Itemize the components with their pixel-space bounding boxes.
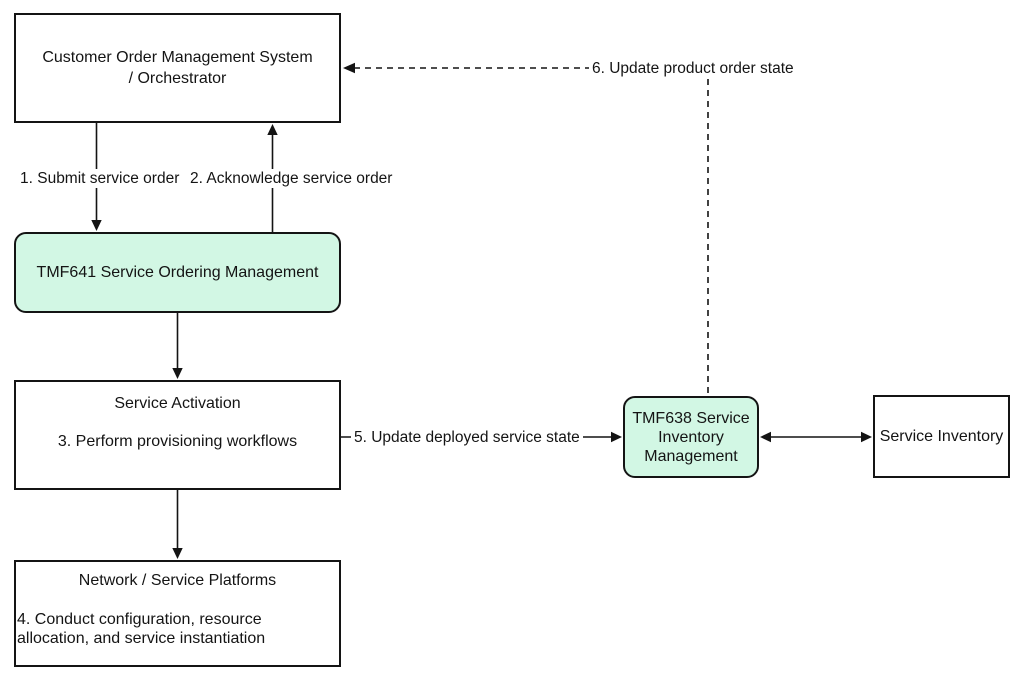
node-tmf638-label: TMF638 Service Inventory Management xyxy=(632,409,750,465)
node-service-inventory-label: Service Inventory xyxy=(879,428,1004,445)
node-service-activation-title: Service Activation xyxy=(114,395,241,412)
node-network-platforms-body: 4. Conduct configuration, resource alloc… xyxy=(17,611,266,647)
arrow-tmf641-to-activation xyxy=(172,313,183,379)
node-customer-order-management: Customer Order Management System / Orche… xyxy=(14,13,341,123)
node-tmf638-service-inventory-mgmt: TMF638 Service Inventory Management xyxy=(623,396,759,478)
node-service-activation-body: 3. Perform provisioning workflows xyxy=(57,433,298,450)
edge-label-update-deployed-service-state: 5. Update deployed service state xyxy=(351,428,583,447)
node-service-inventory: Service Inventory xyxy=(873,395,1010,478)
node-network-platforms-title: Network / Service Platforms xyxy=(78,572,277,589)
edge-label-submit-service-order: 1. Submit service order xyxy=(17,169,183,188)
edge-label-update-product-order-state: 6. Update product order state xyxy=(589,59,797,78)
arrow-update-product-order-state xyxy=(343,62,709,394)
node-network-service-platforms: Network / Service Platforms 4. Conduct c… xyxy=(14,560,341,667)
arrow-activation-to-network xyxy=(172,490,183,559)
node-customer-order-management-label: Customer Order Management System / Orche… xyxy=(42,49,313,87)
node-tmf641-service-ordering: TMF641 Service Ordering Management xyxy=(14,232,341,313)
node-service-activation: Service Activation 3. Perform provisioni… xyxy=(14,380,341,490)
edge-label-acknowledge-service-order: 2. Acknowledge service order xyxy=(187,169,396,188)
node-tmf641-label: TMF641 Service Ordering Management xyxy=(36,264,319,281)
arrow-inventory-sync xyxy=(760,431,872,443)
